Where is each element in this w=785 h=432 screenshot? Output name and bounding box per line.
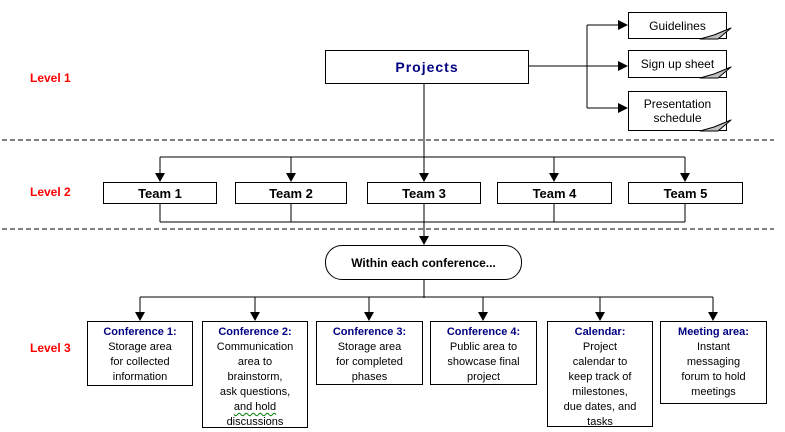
calendar-body: Project calendar to keep track of milest…	[563, 341, 637, 428]
meeting-area-title: Meeting area:	[678, 326, 749, 338]
level-3-label: Level 3	[30, 341, 71, 355]
spellcheck-underline: and hold	[233, 401, 277, 413]
conference-1-node: Conference 1: Storage area for collected…	[87, 321, 193, 386]
note-guidelines: Guidelines	[628, 12, 732, 40]
team-4-node: Team 4	[497, 182, 612, 204]
meeting-area-node: Meeting area: Instant messaging forum to…	[660, 321, 767, 404]
conference-3-node: Conference 3: Storage area for completed…	[316, 321, 423, 385]
conference-1-title: Conference 1:	[103, 326, 177, 338]
conference-2-node: Conference 2: Communication area to brai…	[202, 321, 308, 428]
team-2-node: Team 2	[235, 182, 347, 204]
meeting-area-body: Instant messaging forum to hold meetings	[681, 341, 746, 398]
folded-corner-icon	[699, 119, 732, 132]
conference-2-body-text: Communication area to brainstorm, ask qu…	[216, 341, 294, 398]
note-signup-sheet-label: Sign up sheet	[640, 57, 715, 71]
team-5-node: Team 5	[628, 182, 743, 204]
conference-2-body-text: discussions	[226, 416, 284, 428]
note-guidelines-label: Guidelines	[649, 18, 706, 33]
level-2-label: Level 2	[30, 185, 71, 199]
conference-2-title: Conference 2:	[218, 326, 292, 338]
conference-intro-ellipse: Within each conference...	[325, 245, 522, 280]
arrowheads	[135, 20, 718, 321]
conference-3-body: Storage area for completed phases	[336, 341, 403, 383]
conference-4-body: Public area to showcase final project	[447, 341, 520, 383]
folded-corner-icon	[699, 27, 732, 40]
projects-node: Projects	[325, 50, 529, 84]
conference-3-title: Conference 3:	[332, 326, 407, 338]
note-signup-sheet: Sign up sheet	[628, 50, 732, 79]
calendar-title: Calendar:	[574, 326, 626, 338]
level-1-label: Level 1	[30, 71, 71, 85]
conference-1-body: Storage area for collected information	[108, 341, 172, 383]
conference-2-body: Communication area to brainstorm, ask qu…	[217, 340, 293, 430]
note-presentation-schedule: Presentation schedule	[628, 91, 732, 132]
conference-4-node: Conference 4: Public area to showcase fi…	[430, 321, 537, 385]
team-1-node: Team 1	[103, 182, 217, 204]
team-3-node: Team 3	[367, 182, 481, 204]
conference-4-title: Conference 4:	[446, 326, 521, 338]
calendar-node: Calendar: Project calendar to keep track…	[547, 321, 653, 428]
folded-corner-icon	[699, 66, 732, 79]
note-presentation-schedule-label: Presentation schedule	[643, 97, 712, 125]
